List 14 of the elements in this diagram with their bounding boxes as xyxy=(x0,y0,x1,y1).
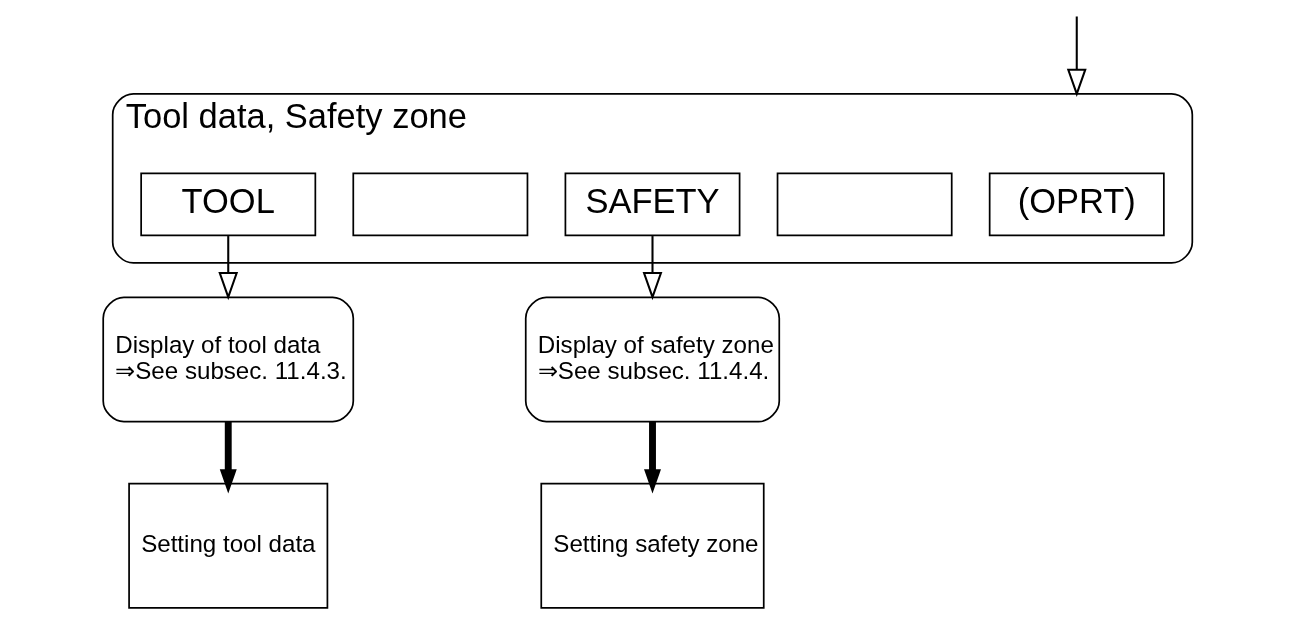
arrow xyxy=(642,236,662,301)
node-box xyxy=(351,172,528,237)
arrow xyxy=(219,421,237,494)
arrow xyxy=(643,421,661,494)
node-box: Setting tool data xyxy=(127,482,328,609)
node-box xyxy=(776,172,953,237)
node-box: Setting safety zone xyxy=(539,482,765,609)
node-box: Display of safety zone ⇒See subsec. 11.4.4. xyxy=(524,296,780,423)
node-box: TOOL xyxy=(139,172,316,237)
node-box: SAFETY xyxy=(564,172,740,237)
node-box: (OPRT) xyxy=(988,172,1165,237)
arrow xyxy=(1066,16,1087,98)
node-box: Display of tool data ⇒See subsec. 11.4.3. xyxy=(101,296,354,423)
arrow xyxy=(217,236,238,301)
